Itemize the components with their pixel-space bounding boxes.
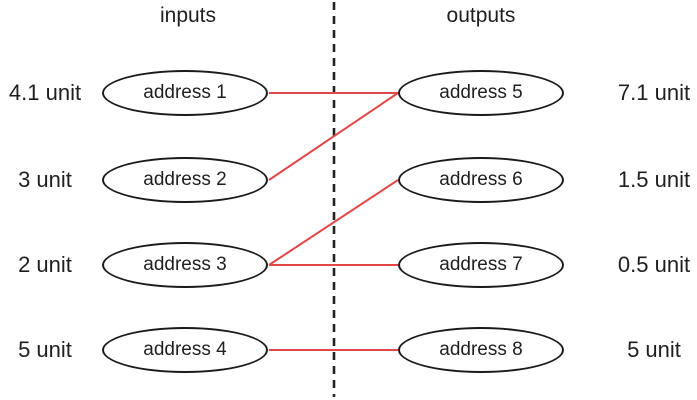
unit-label-address-5: 7.1 unit: [617, 80, 691, 105]
node-address-3: address 3: [102, 242, 268, 288]
outputs-column-header: outputs: [446, 4, 516, 27]
node-address-7-label: address 7: [439, 254, 523, 275]
node-address-7: address 7: [398, 242, 564, 288]
connection-address-3-to-address-6: [268, 179, 399, 266]
node-address-5: address 5: [398, 70, 564, 116]
node-address-2: address 2: [102, 157, 268, 203]
node-address-4-label: address 4: [143, 339, 227, 360]
node-address-6-label: address 6: [439, 169, 523, 190]
unit-label-address-8: 5 unit: [627, 337, 681, 362]
node-address-5-label: address 5: [439, 82, 523, 103]
unit-label-address-1: 4.1 unit: [8, 80, 82, 105]
connection-address-2-to-address-5: [268, 92, 399, 181]
node-address-8-label: address 8: [439, 339, 523, 360]
node-address-2-label: address 2: [143, 169, 227, 190]
node-address-4: address 4: [102, 327, 268, 373]
node-address-6: address 6: [398, 157, 564, 203]
unit-label-address-4: 5 unit: [18, 337, 72, 362]
unit-label-address-3: 2 unit: [18, 252, 72, 277]
unit-label-address-6: 1.5 unit: [617, 167, 691, 192]
unit-label-address-7: 0.5 unit: [617, 252, 691, 277]
node-address-1-label: address 1: [143, 82, 227, 103]
connection-lines: [268, 92, 399, 351]
node-address-1: address 1: [102, 70, 268, 116]
unit-label-address-2: 3 unit: [18, 167, 72, 192]
node-address-3-label: address 3: [143, 254, 227, 275]
node-address-8: address 8: [398, 327, 564, 373]
inputs-column-header: inputs: [159, 4, 217, 27]
